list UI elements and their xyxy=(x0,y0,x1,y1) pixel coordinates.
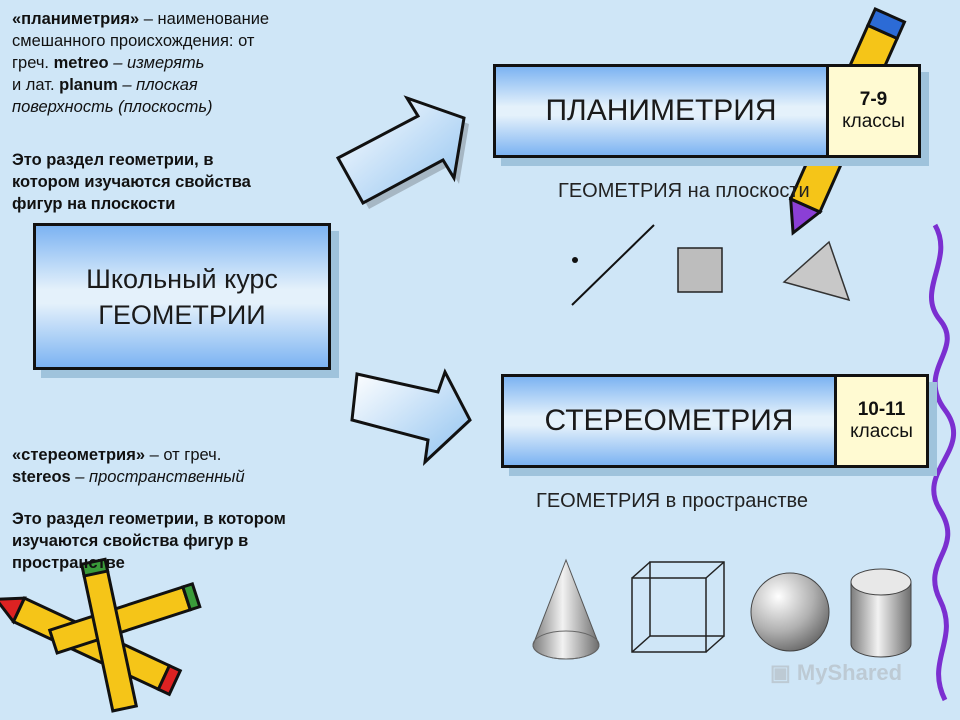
planimetry-definition: Это раздел геометрии, в котором изучаютс… xyxy=(12,149,342,215)
definition-line: котором изучаются свойства xyxy=(12,173,251,191)
etymology-text: смешанного происхождения: от xyxy=(12,32,255,50)
word-planum: planum xyxy=(59,76,118,94)
definition-line: фигур на плоскости xyxy=(12,195,176,213)
stereometry-subtitle: ГЕОМЕТРИЯ в пространстве xyxy=(536,490,809,512)
word-metreo: metreo xyxy=(53,54,109,72)
planimetry-subtitle: ГЕОМЕТРИЯ на плоскости xyxy=(558,180,810,202)
etymology-text: – от греч. xyxy=(145,446,222,464)
planimetry-title: ПЛАНИМЕТРИЯ xyxy=(545,94,777,127)
grade-number: 10-11 xyxy=(857,399,906,420)
term-stereometry: «стереометрия» xyxy=(12,446,145,464)
watermark-text: MyShared xyxy=(796,660,903,685)
stereometry-box: СТЕРЕОМЕТРИЯ 10-11 классы xyxy=(501,374,929,468)
line-segment-shape xyxy=(571,224,655,306)
squiggle-decoration xyxy=(928,223,957,702)
watermark-logo-icon: ▣ xyxy=(770,660,797,685)
square-shape xyxy=(677,247,723,293)
school-course-box: Школьный курс ГЕОМЕТРИИ xyxy=(33,223,331,370)
cone-shape xyxy=(532,558,600,660)
term-planimetry: «планиметрия» xyxy=(12,10,140,28)
stereometry-definition: Это раздел геометрии, в котором изучаютс… xyxy=(12,508,382,574)
stereometry-title: СТЕРЕОМЕТРИЯ xyxy=(544,404,794,437)
definition-line: Это раздел геометрии, в xyxy=(12,151,214,169)
definition-line: пространстве xyxy=(12,554,125,572)
grade-label: классы xyxy=(842,111,905,132)
planimetry-box: ПЛАНИМЕТРИЯ 7-9 классы xyxy=(493,64,921,158)
etymology-text: – измерять xyxy=(108,54,205,72)
watermark: ▣ MyShared xyxy=(770,660,902,686)
arrow-up-icon xyxy=(335,95,469,209)
etymology-text: – пространственный xyxy=(70,468,245,486)
stereometry-etymology: «стереометрия» – от греч. stereos – прос… xyxy=(12,444,372,488)
etymology-text: – наименование xyxy=(139,10,270,28)
point-shape xyxy=(572,257,578,263)
stereometry-grades: 10-11 классы xyxy=(834,377,926,465)
etymology-text: – плоская xyxy=(117,76,198,94)
definition-line: изучаются свойства фигур в xyxy=(12,532,249,550)
main-box-line1: Школьный курс xyxy=(86,263,278,294)
etymology-text: и лат. xyxy=(12,76,60,94)
sphere-shape xyxy=(750,572,830,652)
planimetry-grades: 7-9 классы xyxy=(826,67,918,155)
crayons-icon xyxy=(0,557,202,713)
etymology-text: поверхность (плоскость) xyxy=(12,98,213,116)
triangle-shape xyxy=(782,240,851,302)
arrow-down-icon xyxy=(350,368,472,466)
grade-number: 7-9 xyxy=(859,89,888,110)
cube-shape xyxy=(631,561,725,653)
planimetry-etymology: «планиметрия» – наименование смешанного … xyxy=(12,8,342,118)
definition-line: Это раздел геометрии, в котором xyxy=(12,510,286,528)
main-box-line2: ГЕОМЕТРИИ xyxy=(98,299,266,330)
grade-label: классы xyxy=(850,421,913,442)
word-stereos: stereos xyxy=(12,468,71,486)
cylinder-shape xyxy=(850,568,912,658)
etymology-text: греч. xyxy=(12,54,54,72)
